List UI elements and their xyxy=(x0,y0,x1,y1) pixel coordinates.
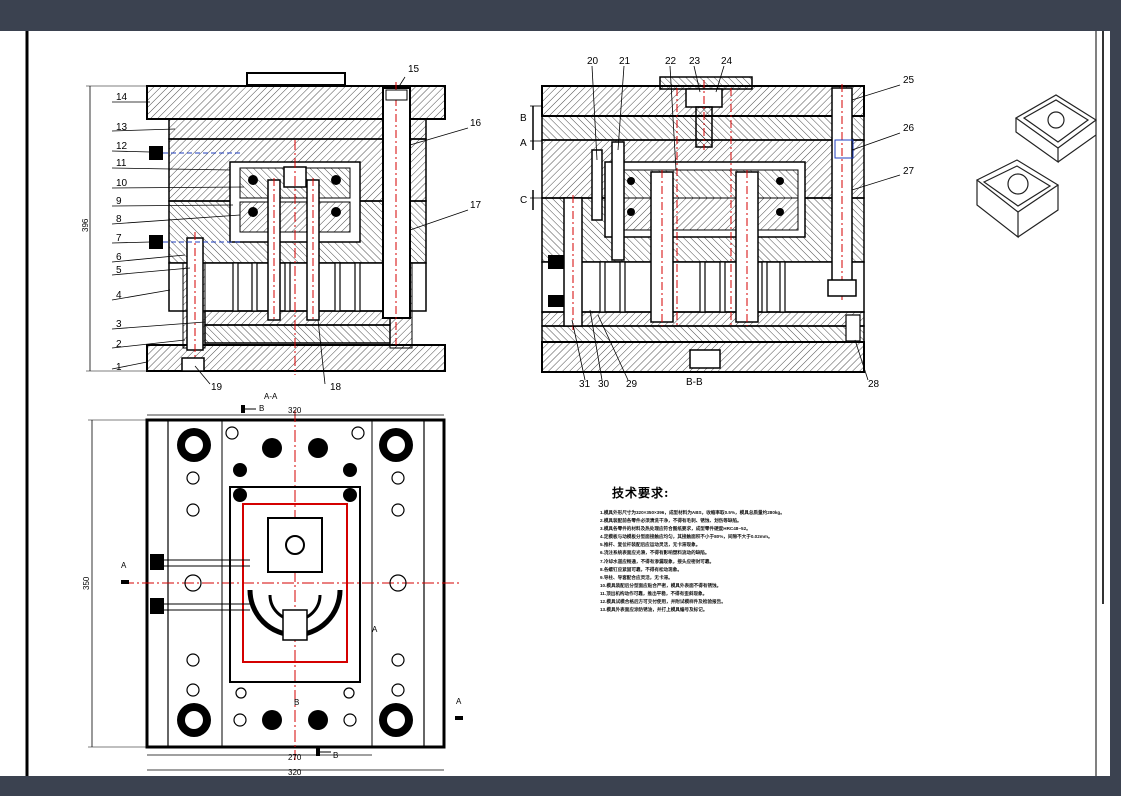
part-15: 15 xyxy=(408,64,420,75)
drawing-right-border xyxy=(1102,31,1104,604)
part-4: 4 xyxy=(116,290,122,301)
part-24: 24 xyxy=(721,56,733,67)
tech-line: 10.模具装配后分型面应贴合严密，模具外表面不得有锈蚀。 xyxy=(600,582,722,588)
part-18: 18 xyxy=(330,382,342,393)
left-height-dim: 396 xyxy=(81,218,90,232)
tech-line: 5.推杆、复位杆装配后应运动灵活，无卡滞现象。 xyxy=(600,542,701,548)
part-7: 7 xyxy=(116,233,122,244)
tech-title: 技术要求: xyxy=(612,486,670,500)
status-bar xyxy=(0,776,1121,796)
part-11: 11 xyxy=(116,158,127,169)
part-28: 28 xyxy=(868,379,880,390)
plan-view xyxy=(88,410,460,771)
tech-line: 9.导柱、导套配合应灵活，无卡滞。 xyxy=(600,574,673,580)
part-6: 6 xyxy=(116,252,122,263)
section-title-b-b: B-B xyxy=(686,377,703,388)
right-part-labels: 20 21 22 23 24 25 26 27 28 29 30 31 B-B xyxy=(579,56,915,390)
base-3d-icon xyxy=(975,159,1060,239)
cut-marker-a-left: A xyxy=(121,561,127,570)
cut-marker-b-inner: B xyxy=(294,698,299,707)
tech-line: 13.模具外表面应涂防锈油，并打上模具编号及标记。 xyxy=(600,607,708,613)
part-12: 12 xyxy=(116,141,128,152)
tech-line: 11.顶出机构动作可靠，推出平稳，不得有歪斜现象。 xyxy=(600,590,708,596)
cut-arrows xyxy=(121,405,463,756)
level-mark-c: C xyxy=(520,195,527,206)
part-13: 13 xyxy=(116,122,128,133)
right-section-view xyxy=(530,76,865,373)
level-mark-a: A xyxy=(520,138,527,149)
tech-line: 4.定模板与动模板分型面接触应均匀，其接触面积不小于80%，间隙不大于0.02m… xyxy=(600,534,773,540)
plan-top-width-dim: 320 xyxy=(288,406,302,415)
tech-line: 3.模具各零件的材料及热处理应符合图纸要求，成型零件硬度HRC48~52。 xyxy=(600,526,751,532)
lid-3d-icon xyxy=(1014,94,1098,164)
right-level-marks: B A C xyxy=(520,113,527,206)
part-23: 23 xyxy=(689,56,701,67)
tech-line: 1.模具外形尺寸为320×350×396，成型材料为ABS，收缩率取0.5%，模… xyxy=(600,510,785,515)
part-5: 5 xyxy=(116,265,122,276)
part-31: 31 xyxy=(579,379,591,390)
part-14: 14 xyxy=(116,92,128,103)
left-leaders xyxy=(111,76,469,385)
tech-line: 2.模具装配前各零件必须清洗干净，不得有毛刺、锈蚀、划伤等缺陷。 xyxy=(600,518,742,524)
title-bar xyxy=(0,0,1121,31)
part-10: 10 xyxy=(116,178,128,189)
part-9: 9 xyxy=(116,196,122,207)
cut-marker-b-bottom: B xyxy=(333,751,338,760)
part-26: 26 xyxy=(903,123,915,134)
part-8: 8 xyxy=(116,214,122,225)
tech-line: 7.冷却水道应畅通，不得有渗漏现象，接头应密封可靠。 xyxy=(600,558,715,564)
part-19: 19 xyxy=(211,382,223,393)
cut-marker-b-top: B xyxy=(259,404,264,413)
part-30: 30 xyxy=(598,379,610,390)
cut-marker-a-right: A xyxy=(456,697,462,706)
tech-line: 12.模具试模合格后方可交付使用，并附试模样件及检验报告。 xyxy=(600,599,726,605)
tech-line: 6.浇注系统表面应光滑，不得有影响塑料流动的缺陷。 xyxy=(600,550,710,556)
part-16: 16 xyxy=(470,118,482,129)
part-3: 3 xyxy=(116,319,122,330)
left-part-labels: 1 2 3 4 5 6 7 8 9 10 11 12 13 14 15 16 1… xyxy=(116,64,482,393)
plan-inner-width-dim: 270 xyxy=(288,753,302,762)
technical-requirements: 技术要求: 1.模具外形尺寸为320×350×396，成型材料为ABS，收缩率取… xyxy=(600,484,900,614)
section-title-a-a: A-A xyxy=(264,392,278,401)
cut-marker-a-inner: A xyxy=(372,625,378,634)
part-17: 17 xyxy=(470,200,482,211)
level-mark-b: B xyxy=(520,113,527,124)
part-22: 22 xyxy=(665,56,677,67)
part-29: 29 xyxy=(626,379,638,390)
right-scrollbar[interactable] xyxy=(1110,31,1121,776)
left-section-view xyxy=(86,72,446,375)
part-21: 21 xyxy=(619,56,631,67)
right-leaders xyxy=(571,65,901,381)
tech-line: 8.各螺钉应紧固可靠，不得有松动现象。 xyxy=(600,566,682,572)
part-1: 1 xyxy=(116,362,122,373)
part-2: 2 xyxy=(116,339,122,350)
plan-bottom-width-dim: 320 xyxy=(288,768,302,777)
plan-height-dim: 350 xyxy=(82,576,91,590)
part-25: 25 xyxy=(903,75,915,86)
plan-view-labels: A-A 320 270 320 350 A A A B B B xyxy=(82,392,462,777)
part-20: 20 xyxy=(587,56,599,67)
part-27: 27 xyxy=(903,166,915,177)
